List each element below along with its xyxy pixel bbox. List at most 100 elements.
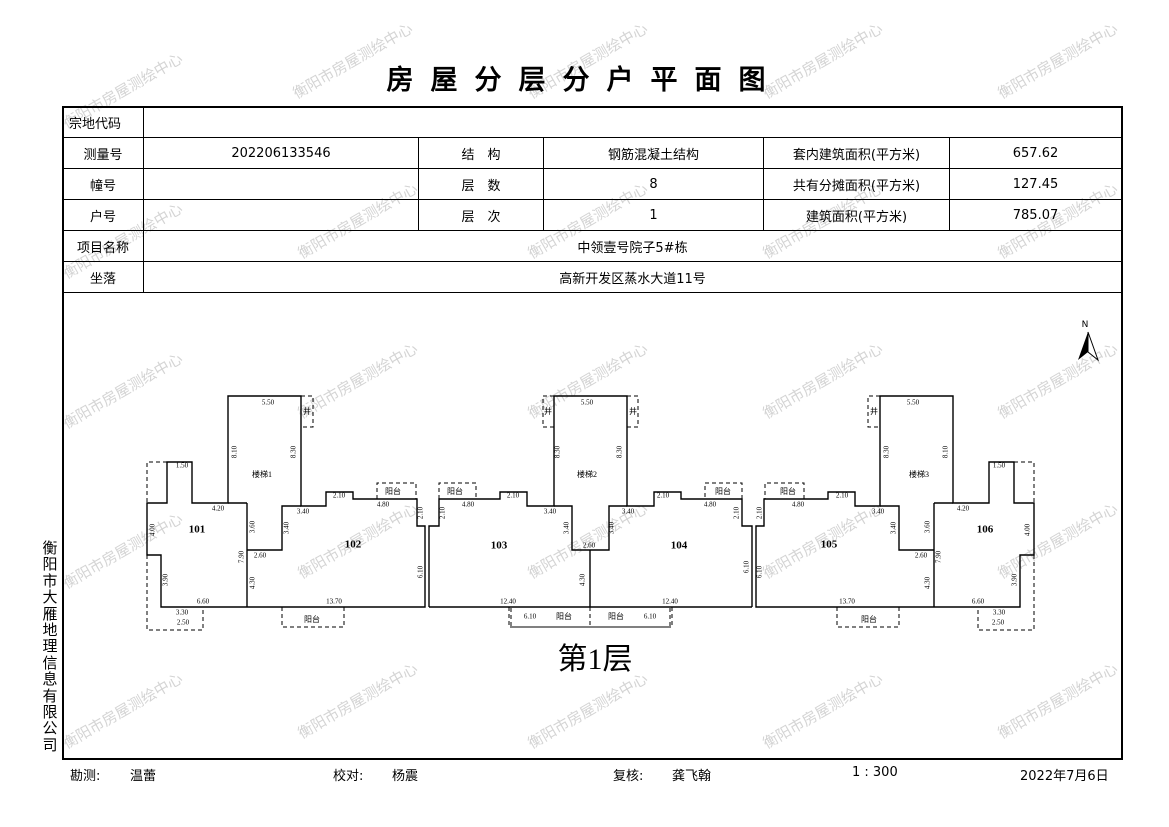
dimension-label: 3.40 [297, 508, 310, 516]
dimension-label: 6.10 [756, 565, 764, 578]
left-balcony-outline [281, 607, 345, 628]
dimension-label: 2.50 [177, 619, 190, 627]
surveyor-label: 勘测: [70, 769, 101, 784]
right-balcony-outline [764, 482, 805, 499]
middle-balcony-outline [508, 607, 671, 628]
dimension-label: 2.10 [333, 492, 346, 500]
room-number-104: 104 [671, 540, 688, 552]
left-balcony-outline [376, 482, 417, 499]
left-block-wall [247, 505, 301, 551]
room-number-103: 103 [491, 540, 508, 552]
dimension-label: 5.50 [262, 399, 275, 407]
dimension-label: 8.30 [616, 445, 624, 458]
checker-label: 校对: [333, 769, 364, 784]
right-block-wall [880, 505, 934, 551]
dimension-label: 2.60 [915, 552, 928, 560]
dimension-label: 4.80 [704, 501, 717, 509]
floor-title: 第1层 [557, 643, 633, 676]
survey-no-label: 测量号 [62, 137, 144, 169]
stair-label: 楼梯2 [577, 469, 597, 479]
shaft-label: 井 [544, 406, 552, 416]
balcony-label: 阳台 [304, 614, 320, 624]
dimension-label: 1.50 [993, 462, 1006, 470]
dimension-label: 4.30 [249, 576, 257, 589]
dimension-label: 6.10 [644, 613, 657, 621]
dimension-label: 3.90 [1011, 573, 1019, 586]
room-number-102: 102 [345, 539, 362, 551]
dimension-label: 8.30 [290, 445, 298, 458]
dimension-label: 4.30 [579, 573, 587, 586]
left-balcony-outline [146, 555, 204, 631]
dimension-label: 3.40 [872, 508, 885, 516]
dimension-label: 6.60 [197, 598, 210, 606]
reviewer-name: 龚飞翰 [672, 769, 712, 784]
dimension-label: 4.80 [462, 501, 475, 509]
building-no-value [143, 168, 419, 200]
floors-value: 8 [543, 168, 764, 200]
north-arrow-icon: N [1078, 320, 1100, 362]
dimension-label: 4.00 [1024, 523, 1032, 536]
dimension-label: 3.60 [249, 520, 257, 533]
balcony-label: 阳台 [447, 486, 463, 496]
balcony-label: 阳台 [780, 486, 796, 496]
dimension-label: 2.10 [417, 506, 425, 519]
project-label: 项目名称 [62, 230, 144, 262]
dimension-label: 7.90 [935, 550, 943, 563]
dimension-label: 6.10 [743, 560, 751, 573]
dimension-label: 4.80 [377, 501, 390, 509]
dimension-label: 6.60 [972, 598, 985, 606]
dimension-label: 3.40 [890, 521, 898, 534]
dimension-label: 13.70 [839, 598, 855, 606]
total-area-value: 785.07 [949, 199, 1122, 231]
room-number-106: 106 [977, 524, 994, 536]
shaft-label: 井 [870, 406, 878, 416]
dimension-label: 3.60 [924, 520, 932, 533]
page-title: 房屋分层分户平面图 [386, 65, 783, 96]
company-name: 衡阳市大雁地理信息有限公司 [42, 539, 58, 754]
dimension-label: 8.30 [883, 445, 891, 458]
right-balcony-outline [836, 607, 900, 628]
dimension-label: 2.10 [439, 506, 447, 519]
dimension-label: 4.20 [957, 505, 970, 513]
dimension-label: 8.10 [231, 445, 239, 458]
scale: 1 : 300 [852, 765, 898, 780]
dimension-label: 13.70 [326, 598, 342, 606]
dimension-label: 3.40 [283, 521, 291, 534]
right-balcony-outline [1014, 461, 1035, 503]
dimension-label: 3.40 [622, 508, 635, 516]
stair-label: 楼梯3 [909, 469, 929, 479]
balcony-label: 阳台 [715, 486, 731, 496]
building-no-label: 幢号 [62, 168, 144, 200]
dimension-label: 4.30 [924, 576, 932, 589]
dimension-label: 3.30 [993, 609, 1006, 617]
left-block-outline [146, 395, 426, 608]
room-number-101: 101 [189, 524, 206, 536]
surveyor-name: 温蕾 [130, 769, 157, 784]
dimension-label: 5.50 [907, 399, 920, 407]
dimension-label: 1.50 [176, 462, 189, 470]
floor-value: 1 [543, 199, 764, 231]
stair-label: 楼梯1 [252, 469, 272, 479]
dimension-label: 3.90 [162, 573, 170, 586]
middle-block-outline [428, 395, 753, 607]
balcony-label: 阳台 [385, 486, 401, 496]
inner-area-value: 657.62 [949, 137, 1122, 169]
dimension-label: 2.60 [254, 552, 267, 560]
dimension-label: 2.10 [507, 492, 520, 500]
dimension-label: 7.90 [238, 550, 246, 563]
inner-area-label: 套内建筑面积(平方米) [763, 137, 950, 169]
middle-balcony-outline [438, 482, 477, 499]
shaft-label: 井 [303, 406, 311, 416]
dimension-label: 3.40 [544, 508, 557, 516]
dimension-label: 2.10 [756, 506, 764, 519]
right-balcony-outline [977, 555, 1035, 631]
location-value: 高新开发区蒸水大道11号 [143, 261, 1122, 293]
balcony-label: 阳台 [556, 611, 572, 621]
dimension-label: 6.10 [417, 565, 425, 578]
left-balcony-outline [301, 395, 314, 428]
dimension-label: 6.10 [524, 613, 537, 621]
dimension-label: 8.10 [942, 445, 950, 458]
checker-name: 杨震 [392, 769, 419, 784]
